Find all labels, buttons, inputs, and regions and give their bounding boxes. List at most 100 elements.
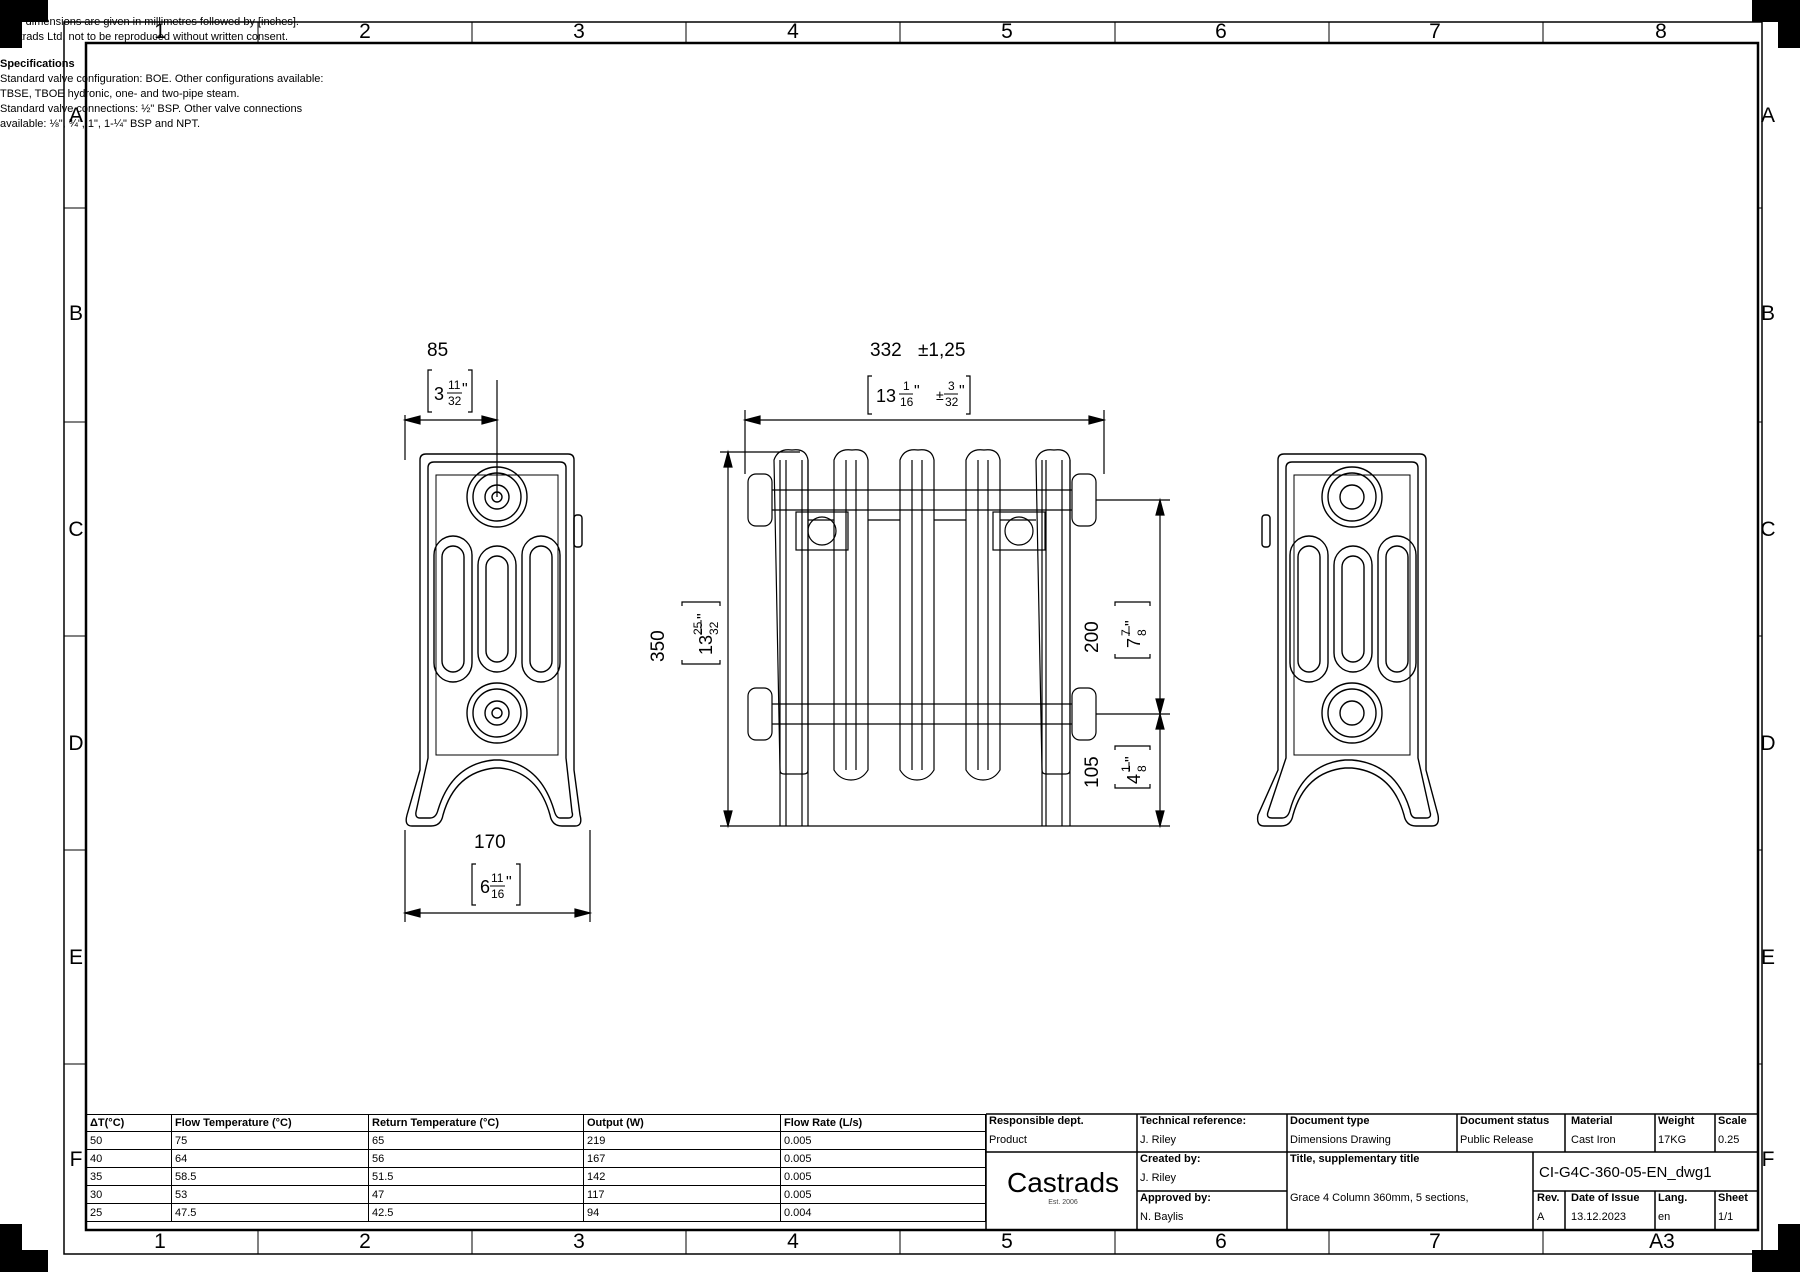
dim-length-tol-den: 32 bbox=[945, 395, 959, 409]
table-cell: 0.005 bbox=[780, 1185, 986, 1204]
table-cell: 25 bbox=[86, 1203, 172, 1222]
zone-bottom-1: 1 bbox=[154, 1230, 166, 1253]
approved-by: N. Baylis bbox=[1140, 1211, 1184, 1223]
dim-floor-frac-num: 1 bbox=[1119, 765, 1133, 772]
table-cell: 42.5 bbox=[368, 1203, 584, 1222]
zone-bottom-6: 6 bbox=[1215, 1230, 1227, 1253]
lang: en bbox=[1658, 1211, 1671, 1223]
dim-floor-inch: " bbox=[1123, 756, 1140, 762]
table-cell: 30 bbox=[86, 1185, 172, 1204]
dim-length-mm: 332 bbox=[870, 340, 902, 361]
dim-length-frac-den: 16 bbox=[900, 395, 914, 409]
col-header-flow-temp: Flow Temperature (°C) bbox=[171, 1114, 369, 1132]
table-cell: 0.005 bbox=[780, 1149, 986, 1168]
corner-mark-tr-h bbox=[1752, 0, 1800, 22]
zone-bottom-3: 3 bbox=[573, 1230, 585, 1253]
document-status: Public Release bbox=[1460, 1134, 1534, 1146]
table-cell: 0.005 bbox=[780, 1167, 986, 1186]
dim-floor-frac-den: 8 bbox=[1135, 765, 1149, 772]
zone-left-B: B bbox=[68, 302, 83, 325]
col-header-output: Output (W) bbox=[583, 1114, 781, 1132]
dim-centres-frac-den: 8 bbox=[1135, 629, 1149, 636]
table-row: 30 53 47 117 0.005 bbox=[86, 1185, 986, 1204]
zone-right-E: E bbox=[1760, 946, 1775, 969]
responsible-dept: Product bbox=[989, 1134, 1027, 1146]
notes-line: Castrads Ltd, not to be reproduced witho… bbox=[0, 31, 288, 43]
zone-right-F: F bbox=[1761, 1148, 1775, 1171]
weight: 17KG bbox=[1658, 1134, 1687, 1146]
dim-foot-width-inch: " bbox=[506, 874, 512, 891]
zone-bottom-4: 4 bbox=[787, 1230, 799, 1253]
weight-label: Weight bbox=[1658, 1115, 1695, 1127]
drawing-number: CI-G4C-360-05-EN_dwg1 bbox=[1539, 1164, 1712, 1181]
dim-height-frac-num: 25 bbox=[691, 621, 705, 635]
approved-by-label: Approved by: bbox=[1140, 1192, 1211, 1204]
zone-top-8: 8 bbox=[1655, 20, 1667, 43]
table-cell: 219 bbox=[583, 1131, 781, 1150]
zone-left-D: D bbox=[68, 732, 84, 755]
zone-top-1: 1 bbox=[154, 20, 166, 43]
technical-reference-label: Technical reference: bbox=[1140, 1115, 1247, 1127]
dim-foot-width-frac-den: 16 bbox=[491, 887, 505, 901]
zone-top-5: 5 bbox=[1001, 20, 1013, 43]
date-label: Date of Issue bbox=[1571, 1192, 1640, 1204]
material: Cast Iron bbox=[1571, 1134, 1616, 1146]
table-cell: 65 bbox=[368, 1131, 584, 1150]
zone-right-B: B bbox=[1760, 302, 1775, 325]
front-view bbox=[747, 449, 1097, 826]
corner-mark-br-h bbox=[1752, 1250, 1800, 1272]
dim-side-depth-in: 3 bbox=[434, 384, 444, 404]
zone-right-D: D bbox=[1760, 732, 1776, 755]
rev: A bbox=[1537, 1211, 1545, 1223]
dim-centres-inch: " bbox=[1123, 620, 1140, 626]
zone-bottom-7: 7 bbox=[1429, 1230, 1441, 1253]
table-cell: 53 bbox=[171, 1185, 369, 1204]
logo-subtext: Est. 2006 bbox=[1048, 1199, 1078, 1206]
table-row: 50 75 65 219 0.005 bbox=[86, 1131, 986, 1150]
table-cell: 75 bbox=[171, 1131, 369, 1150]
table-cell: 117 bbox=[583, 1185, 781, 1204]
table-cell: 35 bbox=[86, 1167, 172, 1186]
zone-top-2: 2 bbox=[359, 20, 371, 43]
dim-floor-mm: 105 bbox=[1082, 756, 1103, 788]
dim-side-depth-frac-den: 32 bbox=[448, 394, 462, 408]
dim-length-tol-num: 3 bbox=[948, 379, 955, 393]
zone-bottom-2: 2 bbox=[359, 1230, 371, 1253]
logo-text: Castrads bbox=[1006, 1167, 1120, 1198]
dim-floor-in: 4 bbox=[1124, 774, 1144, 784]
zone-left-A: A bbox=[68, 104, 83, 127]
table-cell: 56 bbox=[368, 1149, 584, 1168]
zone-right-C: C bbox=[1760, 518, 1776, 541]
zone-top-4: 4 bbox=[787, 20, 799, 43]
spec-line: Standard valve connections: ½" BSP. Othe… bbox=[0, 103, 303, 115]
dim-length-frac-num: 1 bbox=[903, 379, 910, 393]
table-cell: 40 bbox=[86, 1149, 172, 1168]
lang-label: Lang. bbox=[1658, 1192, 1688, 1204]
dimension-texts: 85 3 11 32 " 170 6 11 16 " 332 ±1,25 13 … bbox=[427, 340, 1149, 901]
notes-block: Notes Dual dimensions are given in milli… bbox=[0, 0, 420, 132]
dim-height-in: 13 bbox=[696, 635, 716, 655]
dimension-lines bbox=[402, 369, 1170, 922]
title-label: Title, supplementary title bbox=[1290, 1153, 1420, 1165]
corner-mark-tl-h bbox=[0, 0, 48, 22]
zone-bottom-5: 5 bbox=[1001, 1230, 1013, 1253]
dim-length-in: 13 bbox=[876, 386, 896, 406]
created-by: J. Riley bbox=[1140, 1172, 1177, 1184]
dim-foot-width-mm: 170 bbox=[474, 832, 506, 853]
scale: 0.25 bbox=[1718, 1134, 1740, 1146]
table-cell: 50 bbox=[86, 1131, 172, 1150]
zone-top-3: 3 bbox=[573, 20, 585, 43]
dim-height-inch: " bbox=[695, 613, 712, 619]
rev-label: Rev. bbox=[1537, 1192, 1560, 1204]
drawing-title: Grace 4 Column 360mm, 5 sections, bbox=[1290, 1192, 1469, 1204]
dim-height-frac-den: 32 bbox=[707, 621, 721, 635]
table-cell: 0.004 bbox=[780, 1203, 986, 1222]
side-view-right bbox=[1256, 453, 1440, 827]
created-by-label: Created by: bbox=[1140, 1153, 1201, 1165]
logo: Castrads Est. 2006 bbox=[990, 1168, 1136, 1208]
table-header-row: ΔT(°C) Flow Temperature (°C) Return Temp… bbox=[86, 1114, 986, 1132]
date-of-issue: 13.12.2023 bbox=[1571, 1211, 1627, 1223]
table-cell: 58.5 bbox=[171, 1167, 369, 1186]
spec-line: TBSE, TBOE hydronic, one- and two-pipe s… bbox=[0, 88, 240, 100]
